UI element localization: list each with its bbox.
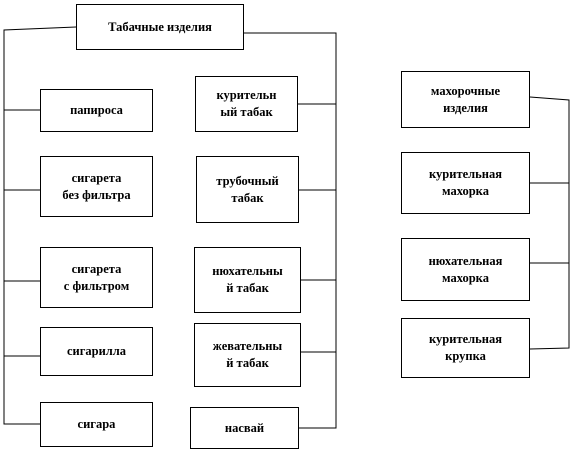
right-item-2: курительная махорка bbox=[401, 152, 530, 214]
right-item-1: махорочные изделия bbox=[401, 71, 530, 128]
left-item-4: сигарилла bbox=[40, 327, 153, 376]
right-item-3: нюхательная махорка bbox=[401, 238, 530, 301]
left-item-3: сигарета с фильтром bbox=[40, 247, 153, 308]
right-item-4: курительная крупка bbox=[401, 318, 530, 378]
left-item-2: сигарета без фильтра bbox=[40, 156, 153, 217]
connector-left-trunk bbox=[3, 26, 77, 425]
left-item-5: сигара bbox=[40, 402, 153, 447]
middle-item-1: курительн ый табак bbox=[195, 76, 298, 132]
left-item-1: папироса bbox=[40, 89, 153, 132]
connector-middle-trunk bbox=[244, 32, 337, 429]
root-box: Табачные изделия bbox=[76, 4, 244, 50]
middle-item-4: жевательны й табак bbox=[194, 323, 301, 387]
middle-item-2: трубочный табак bbox=[196, 156, 299, 223]
connector-right-trunk bbox=[529, 96, 570, 350]
middle-item-3: нюхательны й табак bbox=[194, 247, 301, 313]
middle-item-5: насвай bbox=[190, 407, 299, 449]
